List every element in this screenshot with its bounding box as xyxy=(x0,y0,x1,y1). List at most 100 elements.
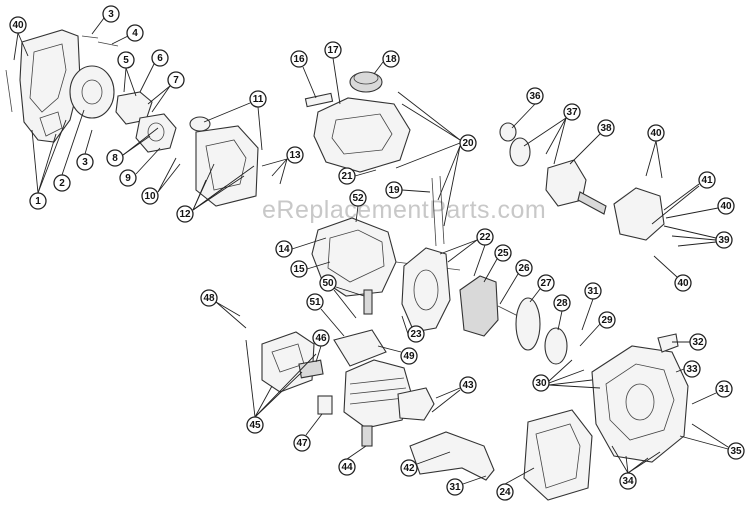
callout-18: 18 xyxy=(382,50,400,68)
callout-number: 32 xyxy=(692,337,704,348)
callout-31: 31 xyxy=(715,380,733,398)
callout-44: 44 xyxy=(338,458,356,476)
callout-circle xyxy=(290,260,308,278)
callout-40: 40 xyxy=(717,197,735,215)
callout-21: 21 xyxy=(338,167,356,185)
part-primer xyxy=(189,116,211,132)
callout-2: 2 xyxy=(53,174,71,192)
callout-number: 30 xyxy=(535,378,547,389)
callout-circle xyxy=(126,24,144,42)
callout-6: 6 xyxy=(151,49,169,67)
callout-number: 9 xyxy=(125,173,131,184)
callout-circle xyxy=(476,228,494,246)
callout-number: 38 xyxy=(600,123,612,134)
callout-9: 9 xyxy=(119,169,137,187)
callout-circle xyxy=(200,289,218,307)
callout-circle xyxy=(117,51,135,69)
callout-number: 4 xyxy=(132,28,138,39)
callout-number: 19 xyxy=(388,185,400,196)
callout-circle xyxy=(459,376,477,394)
callout-1: 1 xyxy=(29,192,47,210)
callout-circle xyxy=(290,50,308,68)
callout-circle xyxy=(151,49,169,67)
callout-number: 16 xyxy=(293,54,305,65)
callout-37: 37 xyxy=(563,103,581,121)
callout-circle xyxy=(9,16,27,34)
parts-layer xyxy=(5,29,689,501)
callout-circle xyxy=(141,187,159,205)
callout-13: 13 xyxy=(286,146,304,164)
callout-circle xyxy=(526,87,544,105)
callout-number: 42 xyxy=(403,463,415,474)
callout-32: 32 xyxy=(689,333,707,351)
callout-number: 47 xyxy=(296,438,308,449)
part-fuel-filter xyxy=(304,92,334,108)
callout-circle xyxy=(446,478,464,496)
callout-circle xyxy=(619,472,637,490)
callout-circle xyxy=(400,347,418,365)
callout-number: 40 xyxy=(720,201,732,212)
part-muffler xyxy=(397,387,435,421)
callout-number: 28 xyxy=(556,298,568,309)
callout-circle xyxy=(385,181,403,199)
part-flywheel xyxy=(69,65,115,119)
callout-number: 20 xyxy=(462,138,474,149)
part-clutch-drum xyxy=(544,327,568,365)
callout-35: 35 xyxy=(727,442,745,460)
callout-26: 26 xyxy=(515,259,533,277)
callout-number: 11 xyxy=(253,94,264,105)
callout-43: 43 xyxy=(459,376,477,394)
callout-number: 14 xyxy=(278,244,290,255)
callout-circle xyxy=(459,134,477,152)
part-bracket xyxy=(657,333,679,353)
callout-31: 31 xyxy=(584,282,602,300)
callout-34: 34 xyxy=(619,472,637,490)
part-rear-housing xyxy=(591,345,689,463)
callout-14: 14 xyxy=(275,240,293,258)
watermark-text: eReplacementParts.com xyxy=(262,196,547,224)
callout-45: 45 xyxy=(246,416,264,434)
callout-circle xyxy=(584,282,602,300)
callout-36: 36 xyxy=(526,87,544,105)
callout-49: 49 xyxy=(400,347,418,365)
callout-number: 5 xyxy=(123,55,129,66)
callout-number: 3 xyxy=(82,157,88,168)
callout-40: 40 xyxy=(9,16,27,34)
part-crankshaft xyxy=(459,275,499,337)
callout-circle xyxy=(598,311,616,329)
callout-circle xyxy=(29,192,47,210)
callout-23: 23 xyxy=(407,325,425,343)
part-tank-cap xyxy=(349,71,383,93)
callout-number: 1 xyxy=(35,196,41,207)
callout-number: 40 xyxy=(12,20,24,31)
callout-27: 27 xyxy=(537,274,555,292)
callout-circle xyxy=(494,244,512,262)
part-filter-element xyxy=(298,359,324,379)
callout-circle xyxy=(407,325,425,343)
callout-number: 31 xyxy=(718,384,730,395)
callout-circle xyxy=(349,189,367,207)
callout-circle xyxy=(563,103,581,121)
callout-8: 8 xyxy=(106,149,124,167)
callout-39: 39 xyxy=(715,231,733,249)
part-filter-pad xyxy=(317,395,333,415)
callout-number: 10 xyxy=(144,191,156,202)
callout-12: 12 xyxy=(176,205,194,223)
callout-20: 20 xyxy=(459,134,477,152)
callout-25: 25 xyxy=(494,244,512,262)
callout-number: 31 xyxy=(449,482,461,493)
callout-number: 15 xyxy=(293,264,305,275)
part-drive-shaft xyxy=(577,191,607,215)
callout-number: 52 xyxy=(352,193,364,204)
callout-11: 11 xyxy=(249,90,267,108)
callout-38: 38 xyxy=(597,119,615,137)
callout-circle xyxy=(683,360,701,378)
part-fuel-tank xyxy=(313,97,411,173)
callout-number: 2 xyxy=(59,178,65,189)
callout-circle xyxy=(338,167,356,185)
callout-circle xyxy=(76,153,94,171)
callout-22: 22 xyxy=(476,228,494,246)
callout-circle xyxy=(306,293,324,311)
callout-circle xyxy=(689,333,707,351)
